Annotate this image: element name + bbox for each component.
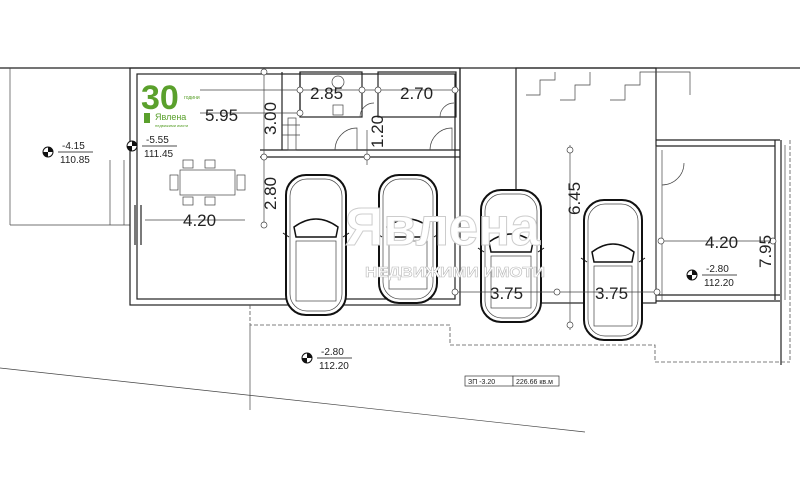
dim-4-20-left: 4.20	[183, 211, 216, 230]
logo-tagline: недвижими имоти	[155, 123, 188, 128]
level-absolute: 112.20	[704, 278, 734, 289]
car-4	[580, 199, 646, 341]
watermark-brand: Явлена	[345, 197, 541, 257]
level-absolute: 110.85	[60, 155, 90, 166]
dim-3-00: 3.00	[261, 102, 280, 135]
dim-2-80: 2.80	[261, 177, 280, 210]
dim-4-20-right: 4.20	[705, 233, 738, 252]
level-marker: -2.80 112.20	[686, 264, 737, 289]
dim-6-45: 6.45	[565, 182, 584, 215]
logo-brand: Явлена	[155, 112, 186, 122]
dim-3-75-a: 3.75	[490, 284, 523, 303]
level-relative: -5.55	[146, 135, 169, 146]
car-2	[375, 174, 441, 304]
walls	[109, 67, 782, 365]
car-1	[282, 174, 350, 316]
level-marker: -2.80 112.20	[301, 347, 352, 372]
logo-number: 30	[141, 79, 179, 117]
level-marker: -4.15 110.85	[42, 141, 93, 166]
level-relative: -2.80	[706, 264, 729, 275]
area-box: ЗП -3.20 226.66 кв.м	[464, 375, 560, 387]
cars	[282, 174, 646, 341]
dim-3-75-b: 3.75	[595, 284, 628, 303]
area-label: ЗП -3.20	[468, 379, 495, 386]
level-relative: -2.80	[321, 347, 344, 358]
level-relative: -4.15	[62, 141, 85, 152]
company-logo: 30 години Явлена недвижими имоти	[138, 78, 200, 130]
level-absolute: 112.20	[319, 361, 349, 372]
dashed-lines	[249, 140, 791, 363]
watermark-tagline: НЕДВИЖИМИ ИМОТИ	[365, 264, 545, 281]
level-markers: -4.15 110.85 -5.55 111.45 -2.80 112.20 -2.8…	[42, 135, 737, 372]
dimension-lines	[145, 68, 786, 330]
area-value: 226.66 кв.м	[516, 379, 553, 386]
dining-table	[169, 159, 246, 206]
logo-years: години	[184, 95, 200, 101]
level-absolute: 111.45	[144, 149, 174, 160]
watermark: Явлена НЕДВИЖИМИ ИМОТИ	[345, 197, 546, 282]
dim-5-95: 5.95	[205, 106, 238, 125]
level-marker: -5.55 111.45	[126, 135, 177, 160]
dim-1-20: 1.20	[368, 115, 387, 148]
dim-2-85: 2.85	[310, 84, 343, 103]
dim-7-95: 7.95	[756, 235, 775, 268]
dim-2-70: 2.70	[400, 84, 433, 103]
car-3	[477, 189, 545, 323]
